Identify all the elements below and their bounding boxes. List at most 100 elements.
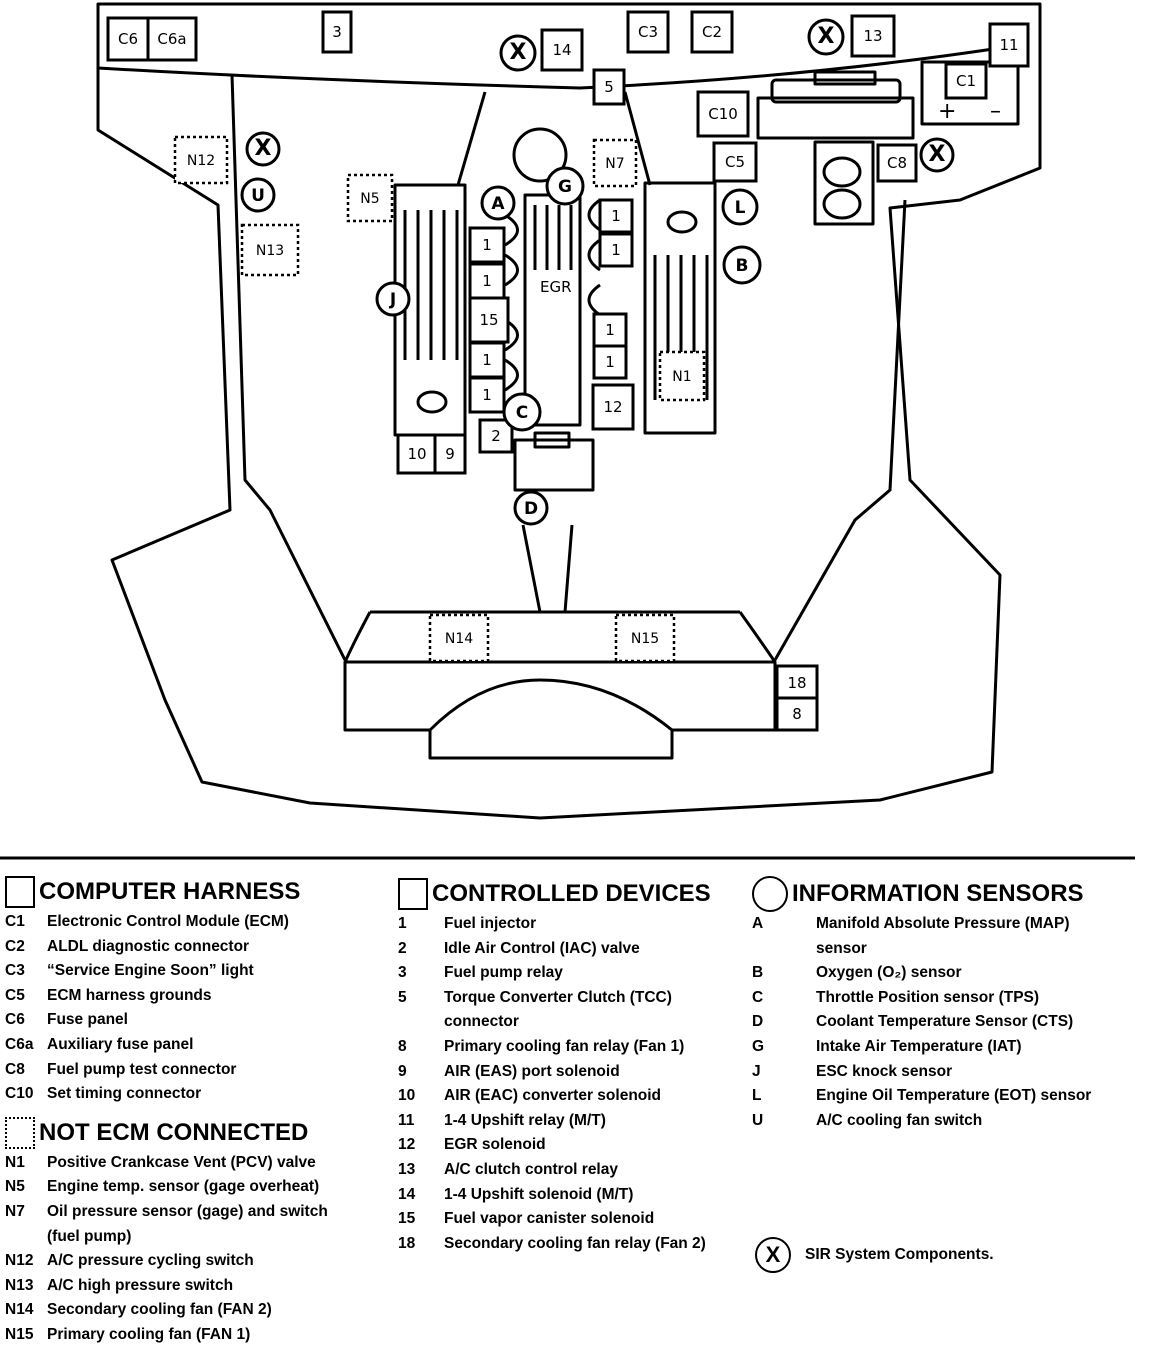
legend-text: Fuel injector — [444, 915, 537, 932]
controlled-device-box — [468, 296, 510, 344]
air-cleaner — [756, 96, 915, 140]
sir-mark — [807, 18, 845, 56]
air-cleaner-top — [770, 78, 902, 104]
legend-text: Positive Crankcase Vent (PCV) valve — [47, 1153, 316, 1171]
controlled-device-box-label: 1 — [611, 241, 621, 259]
throttle-body — [513, 438, 595, 492]
legend-code: N14 — [5, 1301, 34, 1319]
legend-code: C6 — [5, 1011, 25, 1029]
controlled-device-box-label: 12 — [603, 398, 622, 416]
legend-code: C2 — [5, 937, 25, 955]
not-ecm-title: NOT ECM CONNECTED — [39, 1118, 309, 1146]
information-sensors-header: INFORMATION SENSORS — [752, 876, 1142, 912]
not-ecm-box — [614, 613, 676, 663]
legend-text: A/C clutch control relay — [444, 1160, 618, 1178]
controlled-device-box — [540, 28, 584, 72]
controlled-device-box — [988, 22, 1030, 68]
sensor-circle — [375, 281, 411, 317]
left-bank-fins — [403, 210, 459, 360]
controlled-device-box-label: 2 — [491, 427, 501, 445]
right-bank-fins — [653, 255, 709, 400]
legend-code: 11 — [398, 1111, 415, 1129]
battery — [920, 60, 1020, 126]
sir-mark-label: X — [255, 136, 272, 161]
legend-text: Torque Converter Clutch (TCC) — [444, 988, 672, 1006]
legend-text: A/C pressure cycling switch — [47, 1252, 254, 1270]
information-sensors-title: INFORMATION SENSORS — [792, 880, 1084, 907]
controlled-device-box — [592, 344, 628, 380]
controlled-device-box — [321, 10, 353, 54]
controlled-device-box-label: 9 — [445, 445, 455, 463]
battery-minus: – — [990, 99, 1001, 124]
legend-code: B — [752, 964, 764, 982]
square-symbol-icon — [398, 878, 428, 910]
controlled-device-box — [598, 232, 634, 268]
not-ecm-header: NOT ECM CONNECTED — [5, 1115, 385, 1151]
controlled-device-box — [850, 14, 896, 58]
sir-mark-label: X — [818, 24, 835, 49]
legend-code: U — [752, 1111, 764, 1129]
legend-text: AIR (EAS) port solenoid — [444, 1062, 620, 1080]
legend-text: Set timing connector — [47, 1085, 202, 1103]
legend-code: 1 — [398, 915, 407, 932]
legend-text: Fuse panel — [47, 1011, 128, 1029]
filter-lobe-top — [822, 156, 862, 188]
dotted-square-symbol-icon — [5, 1116, 35, 1149]
legend-text: Engine Oil Temperature (EOT) sensor — [816, 1087, 1092, 1105]
legend-text: Coolant Temperature Sensor (CTS) — [816, 1013, 1074, 1031]
harness-connector-box — [690, 10, 734, 54]
sir-mark — [919, 137, 955, 173]
left-fender-line — [230, 74, 347, 661]
sensor-circle — [513, 490, 549, 526]
legend-code — [398, 1010, 444, 1035]
legend-code: N15 — [5, 1325, 34, 1343]
not-ecm-box-label: N1 — [672, 369, 691, 385]
legend-code: D — [752, 1013, 764, 1031]
square-symbol-icon — [5, 876, 35, 908]
air-cleaner-base — [813, 70, 877, 86]
harness-connector-box-label: C2 — [702, 23, 722, 41]
sensor-circle — [480, 185, 516, 221]
harness-connector-box-label: C8 — [887, 154, 907, 172]
right-cylinder-bank — [643, 181, 717, 435]
not-ecm-box-label: N7 — [605, 156, 624, 172]
not-ecm-box-label: N5 — [360, 191, 379, 207]
legend-text: Throttle Position sensor (TPS) — [816, 988, 1040, 1006]
legend-code: 14 — [398, 1185, 416, 1203]
controlled-device-box-label: 14 — [552, 41, 571, 59]
runners-right — [587, 198, 601, 317]
legend-text: Fuel pump test connector — [47, 1060, 237, 1078]
legend-text: ALDL diagnostic connector — [47, 937, 250, 955]
legend-code: N5 — [5, 1178, 25, 1196]
legend-code — [752, 937, 816, 962]
controlled-device-box — [591, 383, 635, 431]
legend-text: sensor — [816, 939, 867, 957]
not-ecm-box-label: N12 — [187, 153, 215, 169]
harness-connector-box — [944, 62, 988, 100]
legend-text: (fuel pump) — [47, 1227, 132, 1245]
controlled-device-box — [468, 226, 506, 264]
legend-text: Manifold Absolute Pressure (MAP) — [816, 915, 1070, 932]
not-ecm-box — [240, 223, 300, 277]
computer-harness-header: COMPUTER HARNESS — [5, 874, 385, 910]
sir-x-icon: X — [755, 1237, 791, 1273]
left-oil-cap — [416, 390, 448, 414]
legend-text: 1-4 Upshift relay (M/T) — [444, 1111, 606, 1129]
legend-code: 13 — [398, 1160, 416, 1178]
harness-connector-box — [712, 141, 758, 183]
legend-code: 2 — [398, 939, 407, 957]
controlled-device-box-label: 1 — [482, 351, 492, 369]
